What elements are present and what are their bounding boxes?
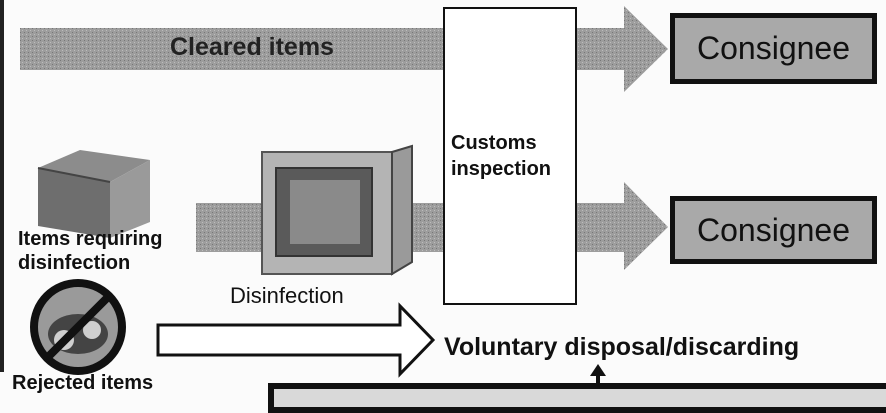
- consignee-label: Consignee: [697, 30, 850, 66]
- consignee-box-top: Consignee: [670, 13, 877, 84]
- consignee-box-bottom: Consignee: [670, 196, 877, 264]
- page-edge-line: [0, 0, 4, 372]
- items-requiring-disinfection-label: Items requiring disinfection: [18, 228, 163, 274]
- bottom-partial-box: [268, 383, 886, 413]
- prohibited-items-icon: [30, 279, 126, 375]
- disinfection-label: Disinfection: [230, 283, 344, 308]
- customs-inspection-box: [443, 7, 577, 305]
- cleared-items-arrow: [20, 6, 668, 92]
- rejected-items-arrow: [156, 302, 436, 378]
- rejected-items-label: Rejected items: [12, 372, 154, 394]
- cleared-items-label: Cleared items: [170, 33, 334, 61]
- customs-inspection-label: Customs inspection: [451, 132, 552, 180]
- consignee-label: Consignee: [697, 211, 850, 248]
- up-arrow-icon: [590, 364, 606, 383]
- disinfection-cabinet-icon: [261, 144, 413, 276]
- box-icon: [37, 150, 150, 238]
- voluntary-disposal-label: Voluntary disposal/discarding: [444, 333, 800, 361]
